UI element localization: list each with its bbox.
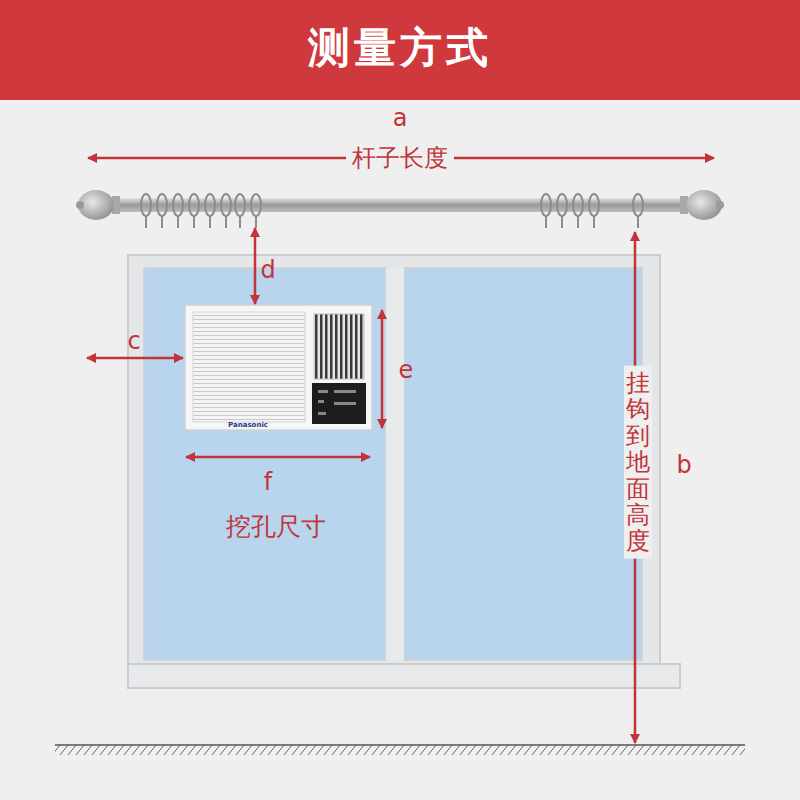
- dimension-letter: c: [127, 328, 140, 354]
- window-frame: [128, 255, 660, 675]
- ground-line: [55, 744, 745, 746]
- dimension-label: 杆子长度: [346, 145, 454, 171]
- dimension-letter: b: [676, 452, 691, 478]
- window-pane: [404, 268, 642, 660]
- page-title: 测量方式: [308, 25, 492, 71]
- ground-hatch: [55, 745, 745, 755]
- dimension-label: 挂钩到地面高度: [624, 366, 652, 559]
- air-conditioner: [185, 305, 372, 430]
- dimension-letter: f: [264, 469, 272, 495]
- dimension-letter: d: [260, 257, 275, 283]
- brand-logo: Panasonic: [228, 422, 268, 430]
- dimension-letter: e: [399, 357, 414, 383]
- dimension-label: 挖孔尺寸: [226, 513, 326, 541]
- curtain-rings: [141, 194, 643, 228]
- dimension-arrows: [87, 158, 714, 743]
- window-mullion: [386, 268, 404, 660]
- dimension-letter: a: [393, 105, 408, 131]
- window-pane: [144, 268, 386, 660]
- window-sill: [128, 664, 680, 688]
- curtain-rod: [76, 190, 724, 220]
- header-band: [0, 0, 800, 100]
